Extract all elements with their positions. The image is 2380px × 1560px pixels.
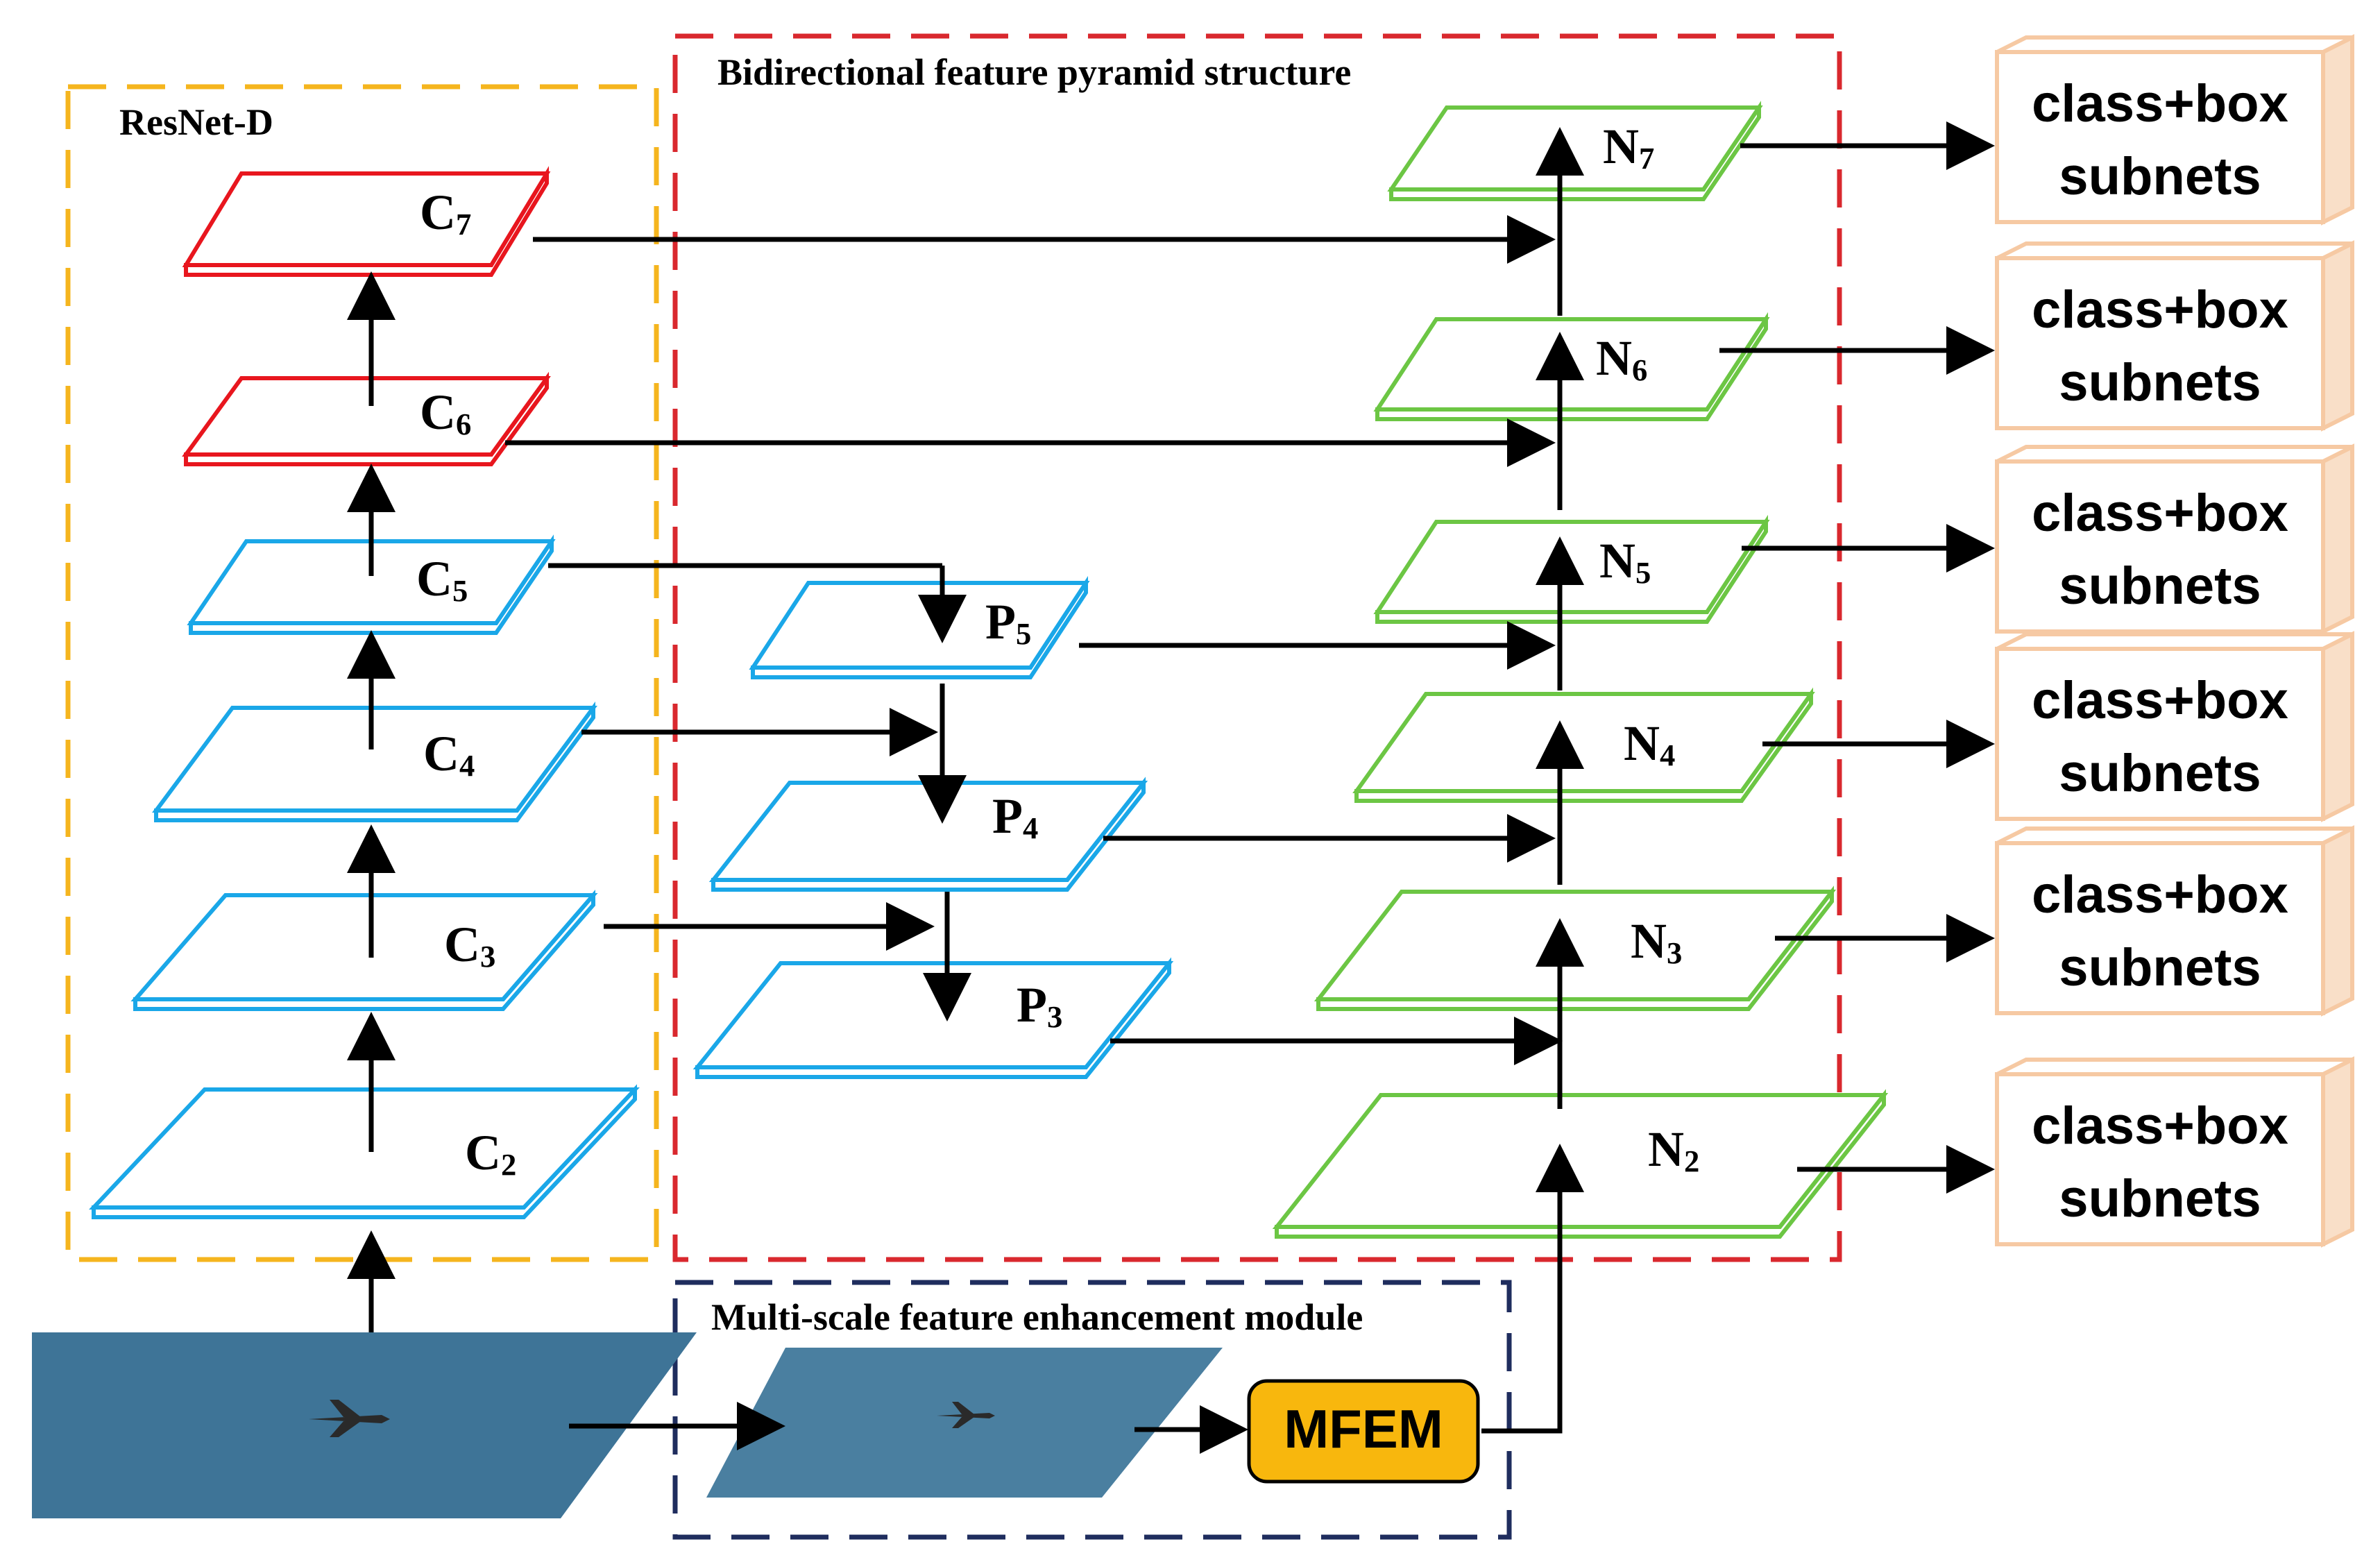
subnet-box-3: class+box subnets — [1995, 443, 2354, 635]
layer-n2: N2 — [1272, 1089, 1889, 1239]
layer-n2-label: N2 — [1648, 1121, 1699, 1178]
subnet-line2: subnets — [2059, 147, 2261, 206]
layer-c2: C2 — [89, 1084, 640, 1219]
layer-c4: C4 — [152, 701, 597, 822]
subnet-line1: class+box — [2032, 280, 2288, 339]
line-mfem-up — [1481, 1211, 1563, 1434]
pyramid-region — [672, 33, 1842, 1262]
subnet-line1: class+box — [2032, 1096, 2288, 1155]
plane-icon — [309, 1400, 390, 1437]
layer-c3: C3 — [130, 889, 598, 1011]
subnet-line2: subnets — [2059, 353, 2261, 412]
layer-n3-label: N3 — [1631, 913, 1682, 970]
subnet-box-2: class+box subnets — [1995, 240, 2354, 432]
layer-c4-label: C4 — [423, 726, 475, 783]
layer-c5-label: C5 — [416, 551, 468, 608]
layer-n5: N5 — [1373, 514, 1770, 624]
layer-c7: C7 — [182, 166, 551, 277]
mfem-region-title: Multi-scale feature enhancement module — [711, 1296, 1363, 1338]
layer-p4-label: P4 — [992, 788, 1038, 845]
layer-p3-label: P3 — [1017, 977, 1062, 1034]
layer-n5-label: N5 — [1599, 533, 1651, 590]
layer-c6-label: C6 — [420, 384, 471, 441]
subnet-box-1: class+box subnets — [1995, 34, 2354, 226]
subnet-line2: subnets — [2059, 1169, 2261, 1228]
subnet-box-6: class+box subnets — [1995, 1056, 2354, 1248]
layer-n7-label: N7 — [1603, 119, 1654, 176]
layer-n3: N3 — [1314, 885, 1837, 1011]
layer-c2-label: C2 — [465, 1125, 516, 1182]
layer-n6: N6 — [1373, 312, 1770, 421]
subnet-box-4: class+box subnets — [1995, 631, 2354, 822]
layer-c7-label: C7 — [420, 185, 471, 241]
subnet-line2: subnets — [2059, 557, 2261, 616]
subnet-line1: class+box — [2032, 671, 2288, 730]
subnet-line1: class+box — [2032, 74, 2288, 133]
backbone-region-title: ResNet-D — [119, 101, 273, 143]
layer-p5-label: P5 — [985, 594, 1031, 651]
layer-n4: N4 — [1352, 687, 1815, 803]
input-image — [32, 1332, 697, 1518]
subnet-line2: subnets — [2059, 744, 2261, 803]
layer-p5: P5 — [749, 575, 1090, 679]
subnet-line2: subnets — [2059, 938, 2261, 997]
layer-c6: C6 — [182, 371, 551, 466]
layer-n6-label: N6 — [1596, 330, 1647, 387]
layer-p3: P3 — [692, 957, 1174, 1079]
subnet-line1: class+box — [2032, 484, 2288, 543]
subnet-box-5: class+box subnets — [1995, 825, 2354, 1017]
pyramid-region-title: Bidirectional feature pyramid structure — [717, 51, 1351, 93]
layer-p4: P4 — [708, 777, 1148, 892]
mfem-label: MFEM — [1284, 1398, 1443, 1459]
layer-c5: C5 — [187, 534, 556, 635]
plane-icon-small — [937, 1402, 995, 1428]
layer-n7: N7 — [1387, 101, 1763, 201]
layer-n4-label: N4 — [1624, 715, 1675, 772]
mfem-block: MFEM — [1247, 1379, 1480, 1484]
mfem-region — [672, 1280, 1512, 1540]
layer-c3-label: C3 — [444, 917, 495, 974]
subnet-line1: class+box — [2032, 865, 2288, 924]
